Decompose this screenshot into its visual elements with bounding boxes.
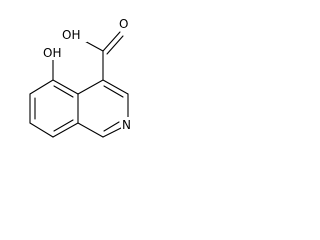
atom-label-acid-hydroxyl: OH <box>62 28 80 42</box>
atom-label-carbonyl-oxygen: O <box>119 17 128 31</box>
bond-n2-c1 <box>102 127 122 138</box>
bond-c4-c3-inner <box>103 85 124 98</box>
chemical-structure-diagram: OH O OH N <box>29 16 134 138</box>
bond-c7-c8 <box>29 122 54 138</box>
bond-c4a-c5 <box>52 79 79 95</box>
bond-c5-c6 <box>29 79 54 95</box>
atom-label-hydroxyl: OH <box>43 46 61 60</box>
bond-c8-c8a <box>52 122 79 138</box>
bond-c4-c3 <box>102 79 129 95</box>
bonds <box>29 31 129 138</box>
bond-cooh-o-double-b <box>106 35 124 55</box>
bond-c1-c8a <box>77 122 104 138</box>
bond-c4a-c5-inner <box>53 85 74 98</box>
bond-c4a-c4 <box>77 79 104 95</box>
atom-label-ring-nitrogen: N <box>122 118 131 132</box>
bond-cooh-o-double-a <box>102 31 121 52</box>
atom-labels: OH O OH N <box>41 16 134 132</box>
bond-c8-c8a-inner <box>53 119 74 132</box>
bond-n2-c1-inner <box>103 121 120 132</box>
